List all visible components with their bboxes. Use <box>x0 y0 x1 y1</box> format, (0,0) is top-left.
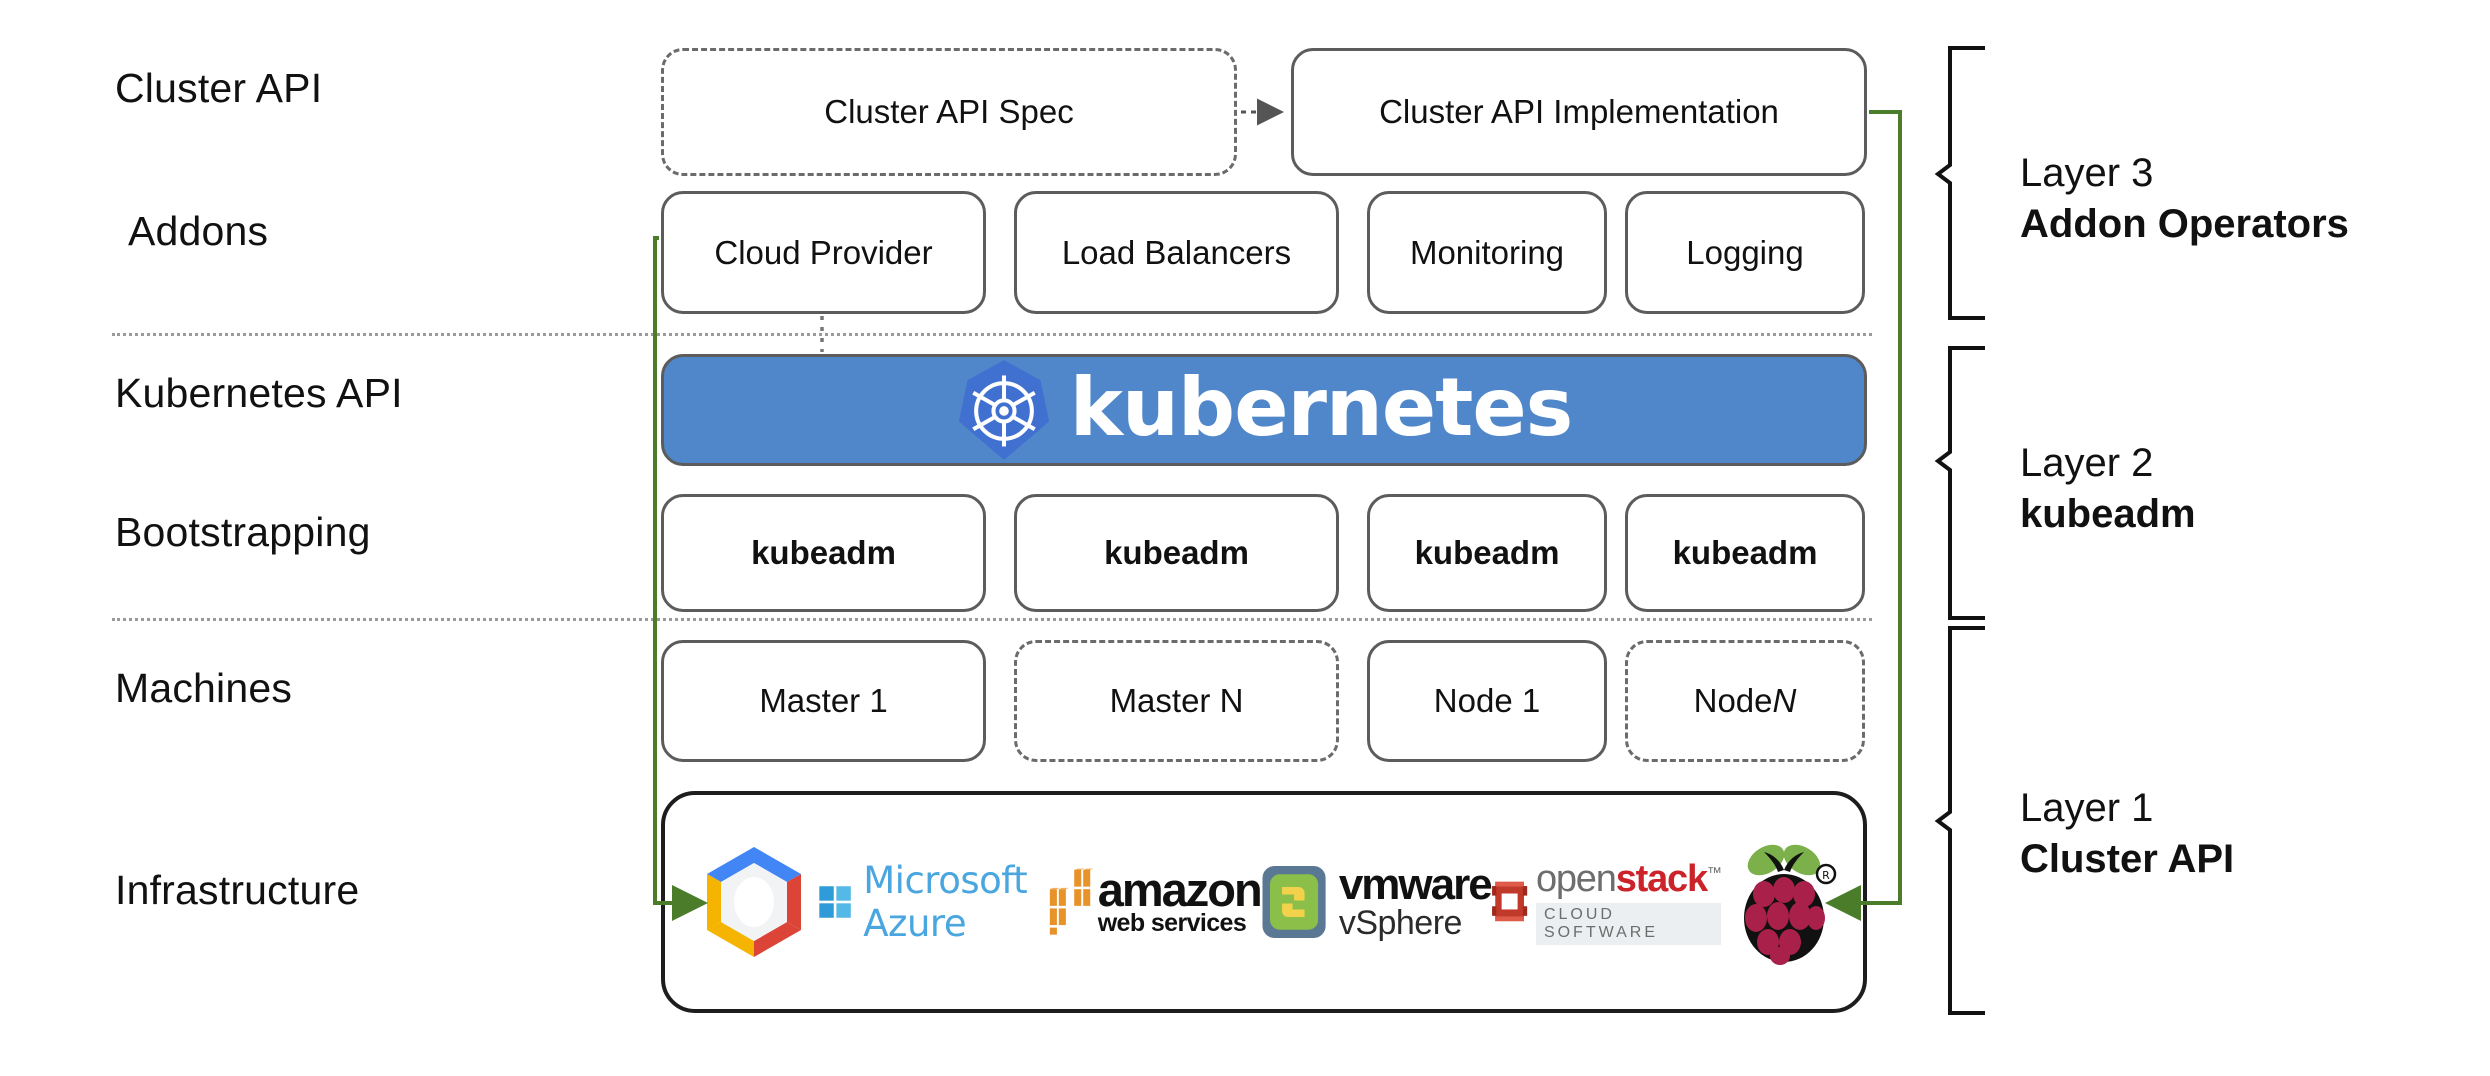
bootstrap-label: kubeadm <box>1414 534 1560 572</box>
row-label-bootstrapping: Bootstrapping <box>115 509 371 555</box>
machine-label-italic: N <box>1772 682 1797 720</box>
openstack-wordmark-line2: CLOUD SOFTWARE <box>1535 902 1721 945</box>
row-label-cluster-api: Cluster API <box>115 65 323 111</box>
provider-logo-azure[interactable]: Microsoft Azure <box>818 859 1046 945</box>
layer-2-number: Layer 2 <box>2020 441 2154 485</box>
provider-logo-vmware[interactable]: vmware vSphere <box>1261 852 1493 952</box>
kubernetes-banner: kubernetes <box>661 354 1867 466</box>
addon-box-load-balancers[interactable]: Load Balancers <box>1014 191 1339 314</box>
raspberry-pi-icon: R <box>1744 844 1837 965</box>
machine-label: Node <box>1693 682 1773 720</box>
layer-2-bracket <box>1934 346 1985 620</box>
openstack-cube-icon <box>1491 881 1527 922</box>
bootstrap-box-4[interactable]: kubeadm <box>1625 494 1865 612</box>
addon-label: Monitoring <box>1409 233 1565 271</box>
layer-1-bracket <box>1934 626 1985 1015</box>
machine-box-node-1[interactable]: Node 1 <box>1367 640 1607 762</box>
machine-label: Master 1 <box>759 682 888 720</box>
layer-3-name: Addon Operators <box>2020 202 2349 247</box>
bootstrap-label: kubeadm <box>751 534 896 572</box>
bootstrap-box-1[interactable]: kubeadm <box>661 494 986 612</box>
gcp-hexagon-icon <box>706 847 801 957</box>
row-label-addons: Addons <box>128 208 269 254</box>
openstack-wordmark: openstack™ CLOUD SOFTWARE <box>1535 857 1722 945</box>
aws-wordmark-line2: web services <box>1097 909 1247 938</box>
layer-1-caption: Layer 1 Cluster API <box>2020 783 2234 885</box>
bootstrap-box-3[interactable]: kubeadm <box>1367 494 1607 612</box>
provider-logo-aws[interactable]: amazon web services <box>1046 850 1263 954</box>
bootstrap-label: kubeadm <box>1672 534 1818 572</box>
band-separator-1 <box>112 333 1872 336</box>
band-separator-2 <box>112 618 1872 621</box>
addon-label: Cloud Provider <box>714 233 933 271</box>
azure-wordmark: Microsoft Azure <box>863 859 1028 945</box>
row-label-kubernetes-api: Kubernetes API <box>115 370 403 416</box>
aws-wordmark: amazon web services <box>1097 862 1263 938</box>
infrastructure-provider-logos: Microsoft Azure amazon web service <box>690 836 1840 968</box>
addon-label: Load Balancers <box>1061 233 1292 271</box>
microsoft-window-icon <box>819 886 851 918</box>
provider-logo-raspberry-pi[interactable]: R <box>1721 838 1840 966</box>
addon-box-monitoring[interactable]: Monitoring <box>1367 191 1607 314</box>
svg-text:R: R <box>1822 869 1830 882</box>
kubernetes-wordmark: kubernetes <box>1069 361 1573 454</box>
machine-box-master-n[interactable]: Master N <box>1014 640 1339 762</box>
layer-2-caption: Layer 2 kubeadm <box>2020 438 2196 540</box>
aws-wordmark-line1: amazon <box>1097 862 1263 916</box>
cluster-api-implementation-label: Cluster API Implementation <box>1379 93 1779 131</box>
bootstrap-box-2[interactable]: kubeadm <box>1014 494 1339 612</box>
machine-box-master-1[interactable]: Master 1 <box>661 640 986 762</box>
machine-label: Master N <box>1109 682 1244 720</box>
layer-3-bracket <box>1934 46 1985 320</box>
layer-1-number: Layer 1 <box>2020 786 2154 830</box>
layer-3-number: Layer 3 <box>2020 151 2154 195</box>
addon-label: Logging <box>1686 233 1804 271</box>
kubernetes-helm-wheel-icon <box>958 360 1049 460</box>
vmware-tile-icon <box>1262 865 1326 939</box>
layer-3-caption: Layer 3 Addon Operators <box>2020 148 2349 250</box>
cluster-api-spec-box[interactable]: Cluster API Spec <box>661 48 1237 176</box>
addon-box-logging[interactable]: Logging <box>1625 191 1865 314</box>
machine-box-node-n[interactable]: Node N <box>1625 640 1865 762</box>
provider-logo-gcp[interactable] <box>690 843 818 961</box>
cluster-api-spec-label: Cluster API Spec <box>824 93 1074 131</box>
machine-label: Node 1 <box>1433 682 1541 720</box>
bootstrap-label: kubeadm <box>1104 534 1249 572</box>
provider-logo-openstack[interactable]: openstack™ CLOUD SOFTWARE <box>1491 852 1722 952</box>
layer-1-name: Cluster API <box>2020 837 2235 882</box>
row-label-machines: Machines <box>115 665 293 711</box>
vmware-wordmark-line2: vSphere <box>1338 903 1463 942</box>
openstack-wordmark-line1: openstack™ <box>1535 857 1722 900</box>
aws-cubes-icon <box>1049 868 1094 935</box>
addon-box-cloud-provider[interactable]: Cloud Provider <box>661 191 986 314</box>
layer-2-name: kubeadm <box>2020 492 2196 537</box>
row-label-infrastructure: Infrastructure <box>115 867 360 913</box>
vmware-wordmark: vmware vSphere <box>1338 860 1493 942</box>
cluster-api-implementation-box[interactable]: Cluster API Implementation <box>1291 48 1867 176</box>
vmware-wordmark-line1: vmware <box>1338 860 1493 910</box>
